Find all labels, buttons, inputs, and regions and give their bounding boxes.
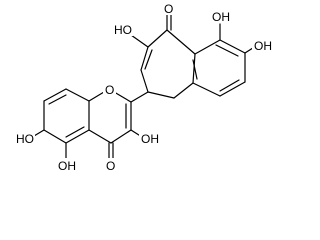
hydroxyl-label: OH <box>58 159 76 173</box>
chemical-structure-diagram: HO O OH OH O OH HO O OH <box>15 1 274 173</box>
hydroxyl-label: HO <box>16 132 34 146</box>
hydroxyl-label: OH <box>141 132 159 146</box>
hydroxyl-label: HO <box>114 23 132 37</box>
hydroxyl-label: OH <box>212 10 230 24</box>
carbonyl-oxygen-label: O <box>106 159 115 173</box>
hydroxyl-label: OH <box>254 39 272 53</box>
atom-labels: HO O OH OH O OH HO O OH <box>15 1 274 173</box>
ring-oxygen-label: O <box>105 83 114 97</box>
carbonyl-oxygen-label: O <box>164 2 173 16</box>
